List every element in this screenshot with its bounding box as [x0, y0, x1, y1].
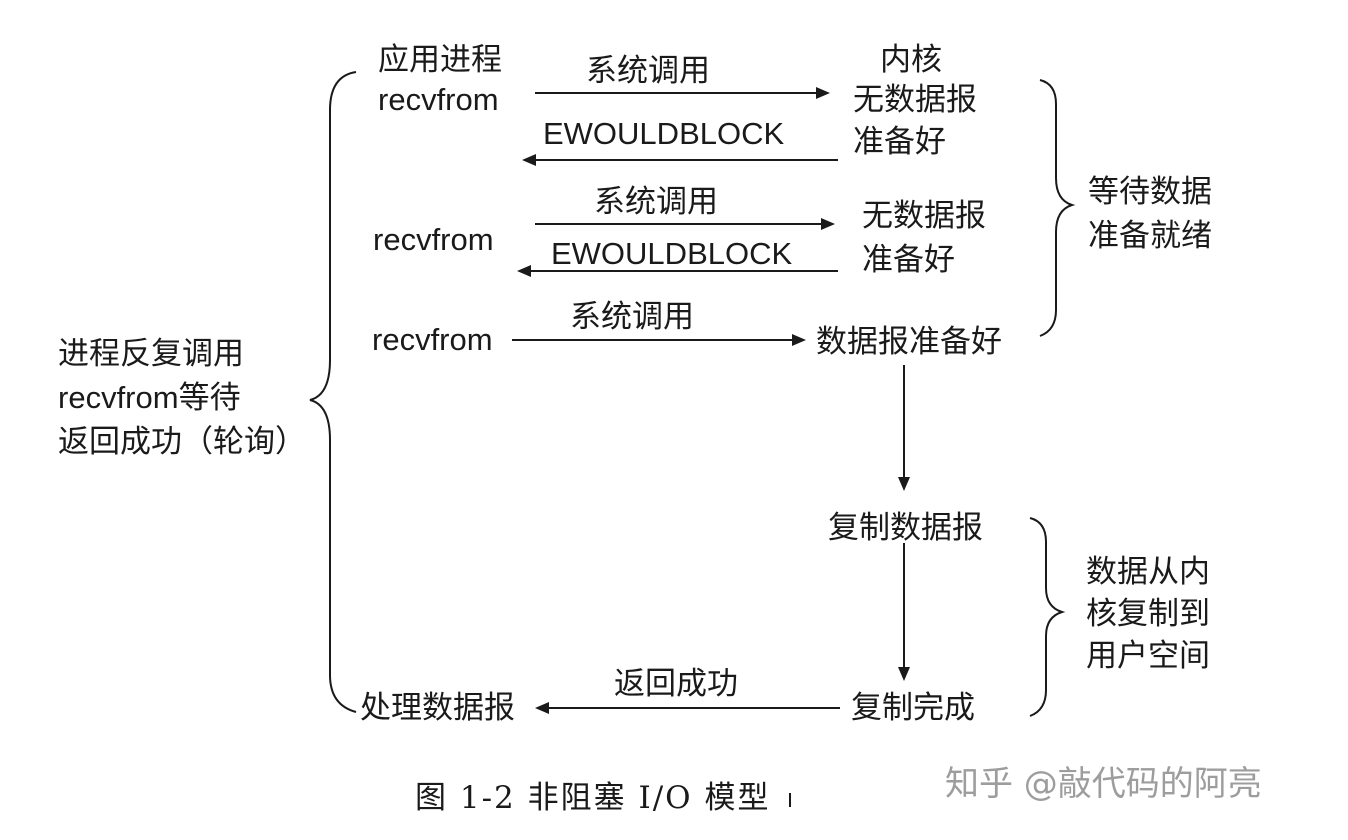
- right-brace-wait: [1039, 79, 1076, 337]
- process-title: 应用进程: [378, 42, 502, 78]
- arrowhead-return-ok: [535, 702, 549, 714]
- arrowhead-ewould-1: [522, 154, 536, 166]
- left-note-line1: 进程反复调用: [58, 336, 244, 372]
- left-note-line2: recvfrom等待: [58, 380, 241, 415]
- kernel-copy-done: 复制完成: [851, 690, 975, 726]
- arrowhead-syscall-2: [821, 218, 835, 230]
- recvfrom-3: recvfrom: [372, 322, 493, 357]
- arrowhead-ewould-2: [517, 265, 531, 277]
- syscall-label-3: 系统调用: [570, 299, 694, 335]
- left-note-line3: 返回成功（轮询）: [58, 424, 306, 460]
- kernel-no-data-2b: 准备好: [862, 242, 955, 278]
- right-note-wait-1: 等待数据: [1088, 174, 1212, 210]
- right-note-copy-1: 数据从内: [1086, 554, 1210, 590]
- arrowhead-ready-to-copy: [898, 477, 910, 491]
- kernel-datagram-ready: 数据报准备好: [816, 324, 1002, 360]
- recvfrom-2: recvfrom: [373, 222, 494, 257]
- right-note-wait-2: 准备就绪: [1088, 218, 1212, 254]
- right-note-copy-3: 用户空间: [1086, 638, 1210, 674]
- arrowhead-syscall-1: [816, 87, 830, 99]
- kernel-no-data-1b: 准备好: [853, 124, 946, 160]
- arrowhead-copy-to-done: [898, 667, 910, 681]
- syscall-label-2: 系统调用: [594, 184, 718, 220]
- recvfrom-1: recvfrom: [378, 82, 499, 117]
- return-ok-label: 返回成功: [614, 666, 738, 702]
- process-handle-datagram: 处理数据报: [360, 690, 515, 726]
- right-brace-copy: [1029, 517, 1066, 717]
- figure-caption: 图 1-2 非阻塞 I/O 模型: [415, 780, 771, 816]
- kernel-title: 内核: [880, 42, 942, 78]
- kernel-no-data-2a: 无数据报: [862, 198, 986, 234]
- zhihu-watermark: 知乎 @敲代码的阿亮: [945, 764, 1262, 804]
- kernel-no-data-1a: 无数据报: [853, 82, 977, 118]
- left-brace: [309, 71, 357, 713]
- arrowhead-syscall-3: [792, 334, 806, 346]
- syscall-label-1: 系统调用: [586, 53, 710, 89]
- ewouldblock-label-2: EWOULDBLOCK: [551, 236, 793, 271]
- kernel-copy-datagram: 复制数据报: [828, 510, 983, 546]
- ewouldblock-label-1: EWOULDBLOCK: [543, 116, 785, 151]
- right-note-copy-2: 核复制到: [1086, 596, 1210, 632]
